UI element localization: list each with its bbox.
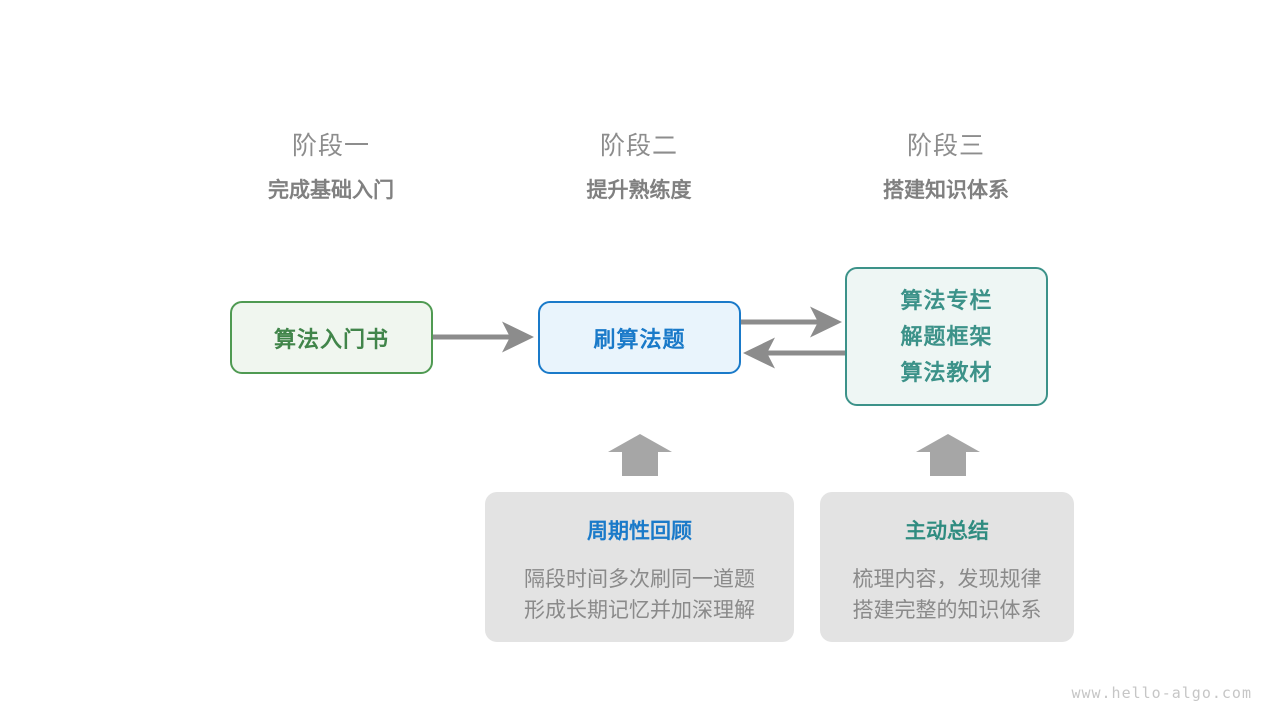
watermark-url: www.hello-algo.com <box>1071 684 1252 702</box>
node-algorithm-intro-book: 算法入门书 <box>230 301 433 374</box>
node-system-line-1: 算法专栏 <box>900 287 993 313</box>
block-arrow-up-summary <box>916 434 980 476</box>
node-practice-problems: 刷算法题 <box>538 301 741 374</box>
note-summary-body-line-1: 梳理内容，发现规律 <box>852 568 1042 591</box>
stage-subtitle-1: 完成基础入门 <box>268 179 394 202</box>
node-practice-label: 刷算法题 <box>593 326 686 352</box>
note-review-body-line-2: 形成长期记忆并加深理解 <box>524 599 755 622</box>
note-card-periodic-review: 周期性回顾 隔段时间多次刷同一道题 形成长期记忆并加深理解 <box>485 492 794 642</box>
note-review-title: 周期性回顾 <box>587 520 692 543</box>
block-arrow-up-review <box>608 434 672 476</box>
stage-subtitle-2: 提升熟练度 <box>586 179 692 202</box>
note-summary-body: 梳理内容，发现规律 搭建完整的知识体系 <box>853 564 1042 626</box>
node-system-line-3: 算法教材 <box>900 359 993 385</box>
stage-title-1: 阶段一 <box>291 132 370 160</box>
note-summary-body-line-2: 搭建完整的知识体系 <box>852 599 1042 622</box>
stage-header-3: 阶段三 搭建知识体系 <box>816 130 1076 206</box>
note-summary-title: 主动总结 <box>905 520 989 543</box>
stage-header-2: 阶段二 提升熟练度 <box>509 130 769 206</box>
note-review-body-line-1: 隔段时间多次刷同一道题 <box>524 568 755 591</box>
note-card-active-summary: 主动总结 梳理内容，发现规律 搭建完整的知识体系 <box>820 492 1074 642</box>
node-knowledge-system: 算法专栏 解题框架 算法教材 <box>845 267 1048 406</box>
stage-title-3: 阶段三 <box>906 132 985 160</box>
note-review-body: 隔段时间多次刷同一道题 形成长期记忆并加深理解 <box>524 564 755 626</box>
node-system-line-2: 解题框架 <box>900 323 993 349</box>
node-book-label: 算法入门书 <box>273 326 389 352</box>
stage-header-1: 阶段一 完成基础入门 <box>201 130 461 206</box>
stage-subtitle-3: 搭建知识体系 <box>883 179 1009 202</box>
stage-title-2: 阶段二 <box>599 132 678 160</box>
